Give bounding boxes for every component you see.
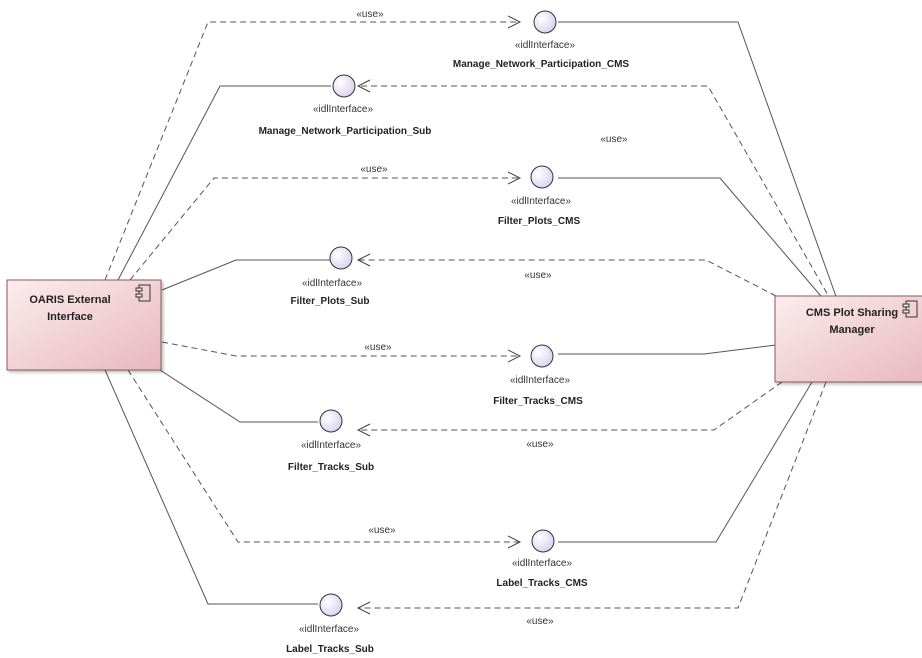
use-label: «use»: [526, 616, 554, 627]
component-oaris-external-interface[interactable]: OARIS External Interface: [6, 279, 162, 371]
interface-ball-icon: [329, 246, 353, 270]
realize-link-fp-cms[interactable]: [558, 177, 827, 303]
arrow-fp-sub: [356, 253, 371, 267]
interface-stereotype: «idlInterface»: [313, 104, 373, 115]
interface-stereotype: «idlInterface»: [510, 375, 570, 386]
interface-ball-icon: [319, 409, 343, 433]
interface-lt-sub[interactable]: «idlInterface» Label_Tracks_Sub: [286, 593, 374, 655]
use-link-mnp-sub[interactable]: [358, 85, 833, 303]
component-icon: [902, 300, 918, 318]
use-link-fp-cms[interactable]: [129, 177, 520, 281]
arrow-ft-sub: [356, 423, 371, 437]
use-label: «use»: [600, 134, 628, 145]
interface-name: Filter_Plots_CMS: [498, 216, 581, 227]
use-label: «use»: [526, 439, 554, 450]
use-link-lt-cms[interactable]: [127, 369, 520, 543]
interface-fp-cms[interactable]: «idlInterface» Filter_Plots_CMS: [498, 165, 581, 227]
interface-stereotype: «idlInterface»: [301, 440, 361, 451]
interface-ft-sub[interactable]: «idlInterface» Filter_Tracks_Sub: [288, 409, 374, 473]
component-box: [6, 279, 162, 371]
realize-link-mnp-sub[interactable]: [117, 85, 331, 281]
use-label: «use»: [356, 9, 384, 20]
realize-link-ft-cms[interactable]: [558, 344, 777, 355]
interface-ball-icon: [319, 593, 343, 617]
interface-stereotype: «idlInterface»: [515, 40, 575, 51]
interface-stereotype: «idlInterface»: [302, 278, 362, 289]
interface-lt-cms[interactable]: «idlInterface» Label_Tracks_CMS: [496, 529, 588, 589]
use-label: «use»: [364, 342, 392, 353]
component-name-line2: Interface: [47, 311, 93, 323]
interface-ball-icon: [531, 529, 555, 553]
use-link-ft-cms[interactable]: [161, 341, 520, 357]
component-box: [774, 295, 922, 383]
arrow-lt-sub: [356, 601, 371, 615]
interface-stereotype: «idlInterface»: [511, 196, 571, 207]
component-cms-plot-sharing-manager[interactable]: CMS Plot Sharing Manager: [774, 295, 922, 383]
component-name-line1: CMS Plot Sharing: [806, 307, 898, 319]
arrow-lt-cms: [507, 535, 522, 549]
use-link-ft-sub[interactable]: [358, 381, 783, 431]
connectors: [104, 15, 839, 615]
interface-stereotype: «idlInterface»: [299, 624, 359, 635]
use-labels: «use» «use» «use» «use» «use» «use» «use…: [356, 9, 628, 627]
realize-link-lt-cms[interactable]: [558, 381, 813, 543]
arrow-ft-cms: [507, 349, 522, 363]
component-name-line1: OARIS External: [29, 294, 110, 306]
realize-link-lt-sub[interactable]: [104, 369, 318, 605]
interface-name: Manage_Network_Participation_Sub: [259, 126, 432, 137]
interface-name: Manage_Network_Participation_CMS: [453, 59, 629, 70]
interface-ball-icon: [530, 344, 554, 368]
arrow-fp-cms: [507, 171, 522, 185]
interface-name: Filter_Tracks_CMS: [493, 396, 583, 407]
interface-mnp-cms[interactable]: «idlInterface» Manage_Network_Participat…: [453, 10, 629, 70]
interface-fp-sub[interactable]: «idlInterface» Filter_Plots_Sub: [291, 246, 370, 307]
use-label: «use»: [360, 164, 388, 175]
interface-ball-icon: [332, 74, 356, 98]
interface-name: Filter_Tracks_Sub: [288, 462, 374, 473]
arrow-mnp-sub: [356, 79, 371, 93]
interface-ball-icon: [530, 165, 554, 189]
use-link-lt-sub[interactable]: [358, 381, 827, 609]
realize-link-mnp-cms[interactable]: [558, 21, 839, 303]
realize-link-ft-sub[interactable]: [159, 369, 318, 423]
interface-stereotype: «idlInterface»: [512, 558, 572, 569]
interface-name: Filter_Plots_Sub: [291, 296, 370, 307]
use-label: «use»: [368, 525, 396, 536]
interface-ft-cms[interactable]: «idlInterface» Filter_Tracks_CMS: [493, 344, 583, 407]
use-label: «use»: [524, 270, 552, 281]
interface-name: Label_Tracks_Sub: [286, 644, 374, 655]
realize-link-fp-sub[interactable]: [161, 259, 331, 291]
interface-mnp-sub[interactable]: «idlInterface» Manage_Network_Participat…: [259, 74, 432, 137]
arrow-mnp-cms: [507, 15, 522, 29]
use-link-fp-sub[interactable]: [358, 259, 777, 297]
interface-name: Label_Tracks_CMS: [496, 578, 587, 589]
use-link-mnp-cms[interactable]: [104, 21, 520, 281]
component-name-line2: Manager: [829, 324, 875, 336]
interface-ball-icon: [533, 10, 557, 34]
component-icon: [135, 284, 151, 302]
